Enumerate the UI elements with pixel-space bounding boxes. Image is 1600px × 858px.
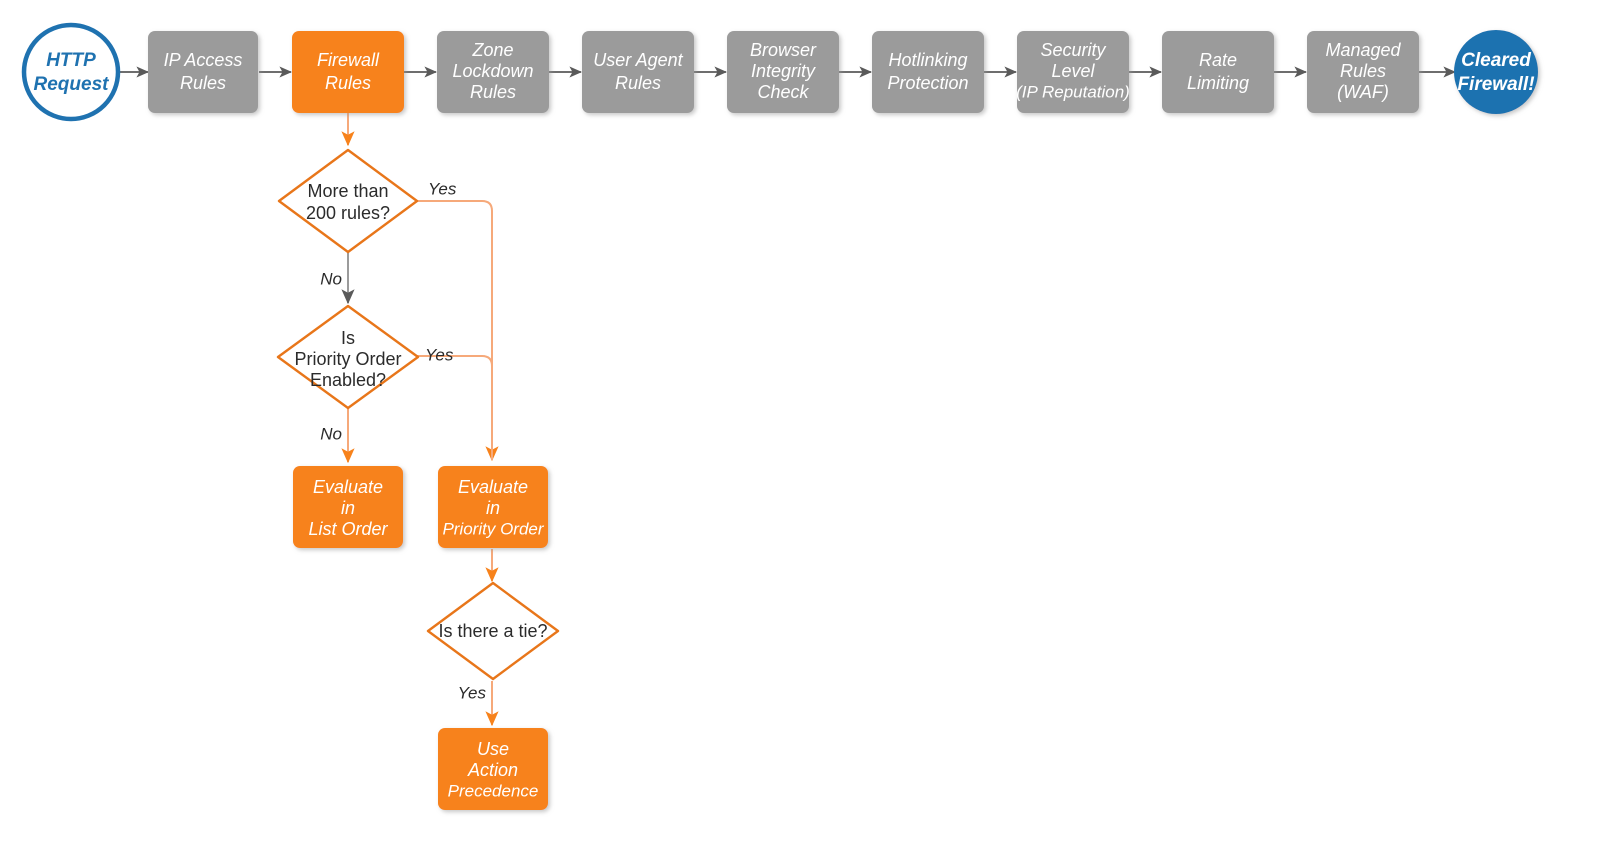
http-request-label-line-0: HTTP — [46, 50, 96, 71]
node-cleared-firewall[interactable]: Cleared Firewall! — [1454, 30, 1538, 114]
edge-label-yes-200-rules: Yes — [428, 179, 457, 198]
edge-label-no-200-rules: No — [320, 269, 342, 288]
node-user-agent-rules[interactable]: User Agent Rules — [582, 31, 694, 113]
evaluate-in-list-order-label-line-0: Evaluate — [313, 477, 383, 497]
security-level-label-line-0: Security — [1040, 40, 1106, 60]
node-browser-integrity-check[interactable]: Browser Integrity Check — [727, 31, 839, 113]
evaluate-in-priority-order-label-line-0: Evaluate — [458, 477, 528, 497]
managed-rules-waf-label-line-0: Managed — [1325, 40, 1401, 60]
browser-integrity-check-box — [727, 31, 839, 113]
managed-rules-waf-label-line-1: Rules — [1340, 61, 1386, 81]
edge-label-yes-priority-order: Yes — [425, 345, 454, 364]
connector-priority-order-yes — [417, 355, 493, 460]
use-action-precedence-label-line-1: Action — [467, 760, 518, 780]
security-level-box — [1017, 31, 1129, 113]
node-evaluate-in-list-order[interactable]: Evaluate in List Order — [293, 466, 403, 548]
ip-access-rules-label-line-1: Rules — [180, 73, 226, 93]
branch-connectors: Is Priority Order Enabled? (gray) --> ri… — [341, 113, 499, 727]
zone-lockdown-rules-label-line-2: Rules — [470, 82, 516, 102]
is-priority-order-enabled-label-line-0: Is — [341, 328, 355, 348]
browser-integrity-check-label-line-1: Integrity — [751, 61, 816, 81]
node-is-there-a-tie[interactable]: Is there a tie? — [426, 581, 560, 681]
zone-lockdown-rules-label-line-1: Lockdown — [452, 61, 533, 81]
evaluate-in-priority-order-label-line-2: Priority Order — [442, 519, 544, 538]
node-zone-lockdown-rules[interactable]: Zone Lockdown Rules — [437, 31, 549, 113]
zone-lockdown-rules-box — [437, 31, 549, 113]
is-priority-order-enabled-label-line-2: Enabled? — [310, 370, 386, 390]
edge-label-no-priority-order: No — [320, 424, 342, 443]
is-priority-order-enabled-diamond — [276, 304, 420, 410]
use-action-precedence-box — [438, 728, 548, 810]
node-more-than-200-rules[interactable]: More than 200 rules? — [277, 148, 419, 254]
more-than-200-rules-diamond — [277, 148, 419, 254]
evaluate-in-list-order-box — [293, 466, 403, 548]
managed-rules-waf-label-line-2: (WAF) — [1337, 82, 1389, 102]
cleared-firewall-circle — [1454, 30, 1538, 114]
node-http-request[interactable]: HTTP Request — [21, 22, 121, 122]
node-managed-rules-waf[interactable]: Managed Rules (WAF) — [1307, 31, 1419, 113]
cleared-firewall-label-line-0: Cleared — [1461, 50, 1531, 71]
ip-access-rules-box — [148, 31, 258, 113]
zone-lockdown-rules-label-line-0: Zone — [471, 40, 513, 60]
use-action-precedence-label-line-0: Use — [477, 739, 509, 759]
evaluate-in-priority-order-box — [438, 466, 548, 548]
node-hotlinking-protection[interactable]: Hotlinking Protection — [872, 31, 984, 113]
evaluate-in-list-order-label-line-2: List Order — [308, 519, 388, 539]
node-security-level[interactable]: Security Level (IP Reputation) — [1016, 31, 1130, 113]
rate-limiting-box — [1162, 31, 1274, 113]
security-level-label-line-1: Level — [1051, 61, 1095, 81]
user-agent-rules-label-line-0: User Agent — [593, 50, 683, 70]
node-use-action-precedence[interactable]: Use Action Precedence — [438, 728, 548, 810]
rate-limiting-label-line-0: Rate — [1199, 50, 1237, 70]
node-evaluate-in-priority-order[interactable]: Evaluate in Priority Order — [438, 466, 548, 548]
cleared-firewall-label-line-1: Firewall! — [1457, 74, 1534, 95]
node-is-priority-order-enabled[interactable]: Is Priority Order Enabled? — [276, 304, 420, 410]
is-priority-order-enabled-label-line-1: Priority Order — [294, 349, 401, 369]
node-firewall-rules[interactable]: Firewall Rules — [292, 31, 404, 113]
node-rate-limiting[interactable]: Rate Limiting — [1162, 31, 1274, 113]
http-request-label-line-1: Request — [34, 74, 110, 95]
hotlinking-protection-label-line-1: Protection — [887, 73, 968, 93]
more-than-200-rules-label-line-0: More than — [307, 181, 388, 201]
hotlinking-protection-box — [872, 31, 984, 113]
evaluate-in-list-order-label-line-1: in — [341, 498, 355, 518]
edge-label-yes-tie: Yes — [458, 683, 487, 702]
http-request-circle — [21, 22, 121, 122]
firewall-rules-box — [292, 31, 404, 113]
ip-access-rules-label-line-0: IP Access — [164, 50, 243, 70]
hotlinking-protection-label-line-0: Hotlinking — [888, 50, 967, 70]
more-than-200-rules-label-line-1: 200 rules? — [306, 203, 390, 223]
browser-integrity-check-label-line-2: Check — [757, 82, 809, 102]
user-agent-rules-box — [582, 31, 694, 113]
evaluate-in-priority-order-label-line-1: in — [486, 498, 500, 518]
security-level-label-line-2: (IP Reputation) — [1016, 82, 1130, 101]
firewall-rules-label-line-0: Firewall — [317, 50, 380, 70]
browser-integrity-check-label-line-0: Browser — [750, 40, 817, 60]
node-ip-access-rules[interactable]: IP Access Rules — [148, 31, 258, 113]
is-there-a-tie-label-line-0: Is there a tie? — [438, 621, 547, 641]
rate-limiting-label-line-1: Limiting — [1187, 73, 1249, 93]
user-agent-rules-label-line-1: Rules — [615, 73, 661, 93]
is-there-a-tie-diamond — [426, 581, 560, 681]
managed-rules-waf-box — [1307, 31, 1419, 113]
edge-labels: Yes No Yes No Yes — [320, 179, 486, 702]
firewall-rules-label-line-1: Rules — [325, 73, 371, 93]
use-action-precedence-label-line-2: Precedence — [448, 781, 539, 800]
connector-decision200-yes — [417, 200, 499, 462]
